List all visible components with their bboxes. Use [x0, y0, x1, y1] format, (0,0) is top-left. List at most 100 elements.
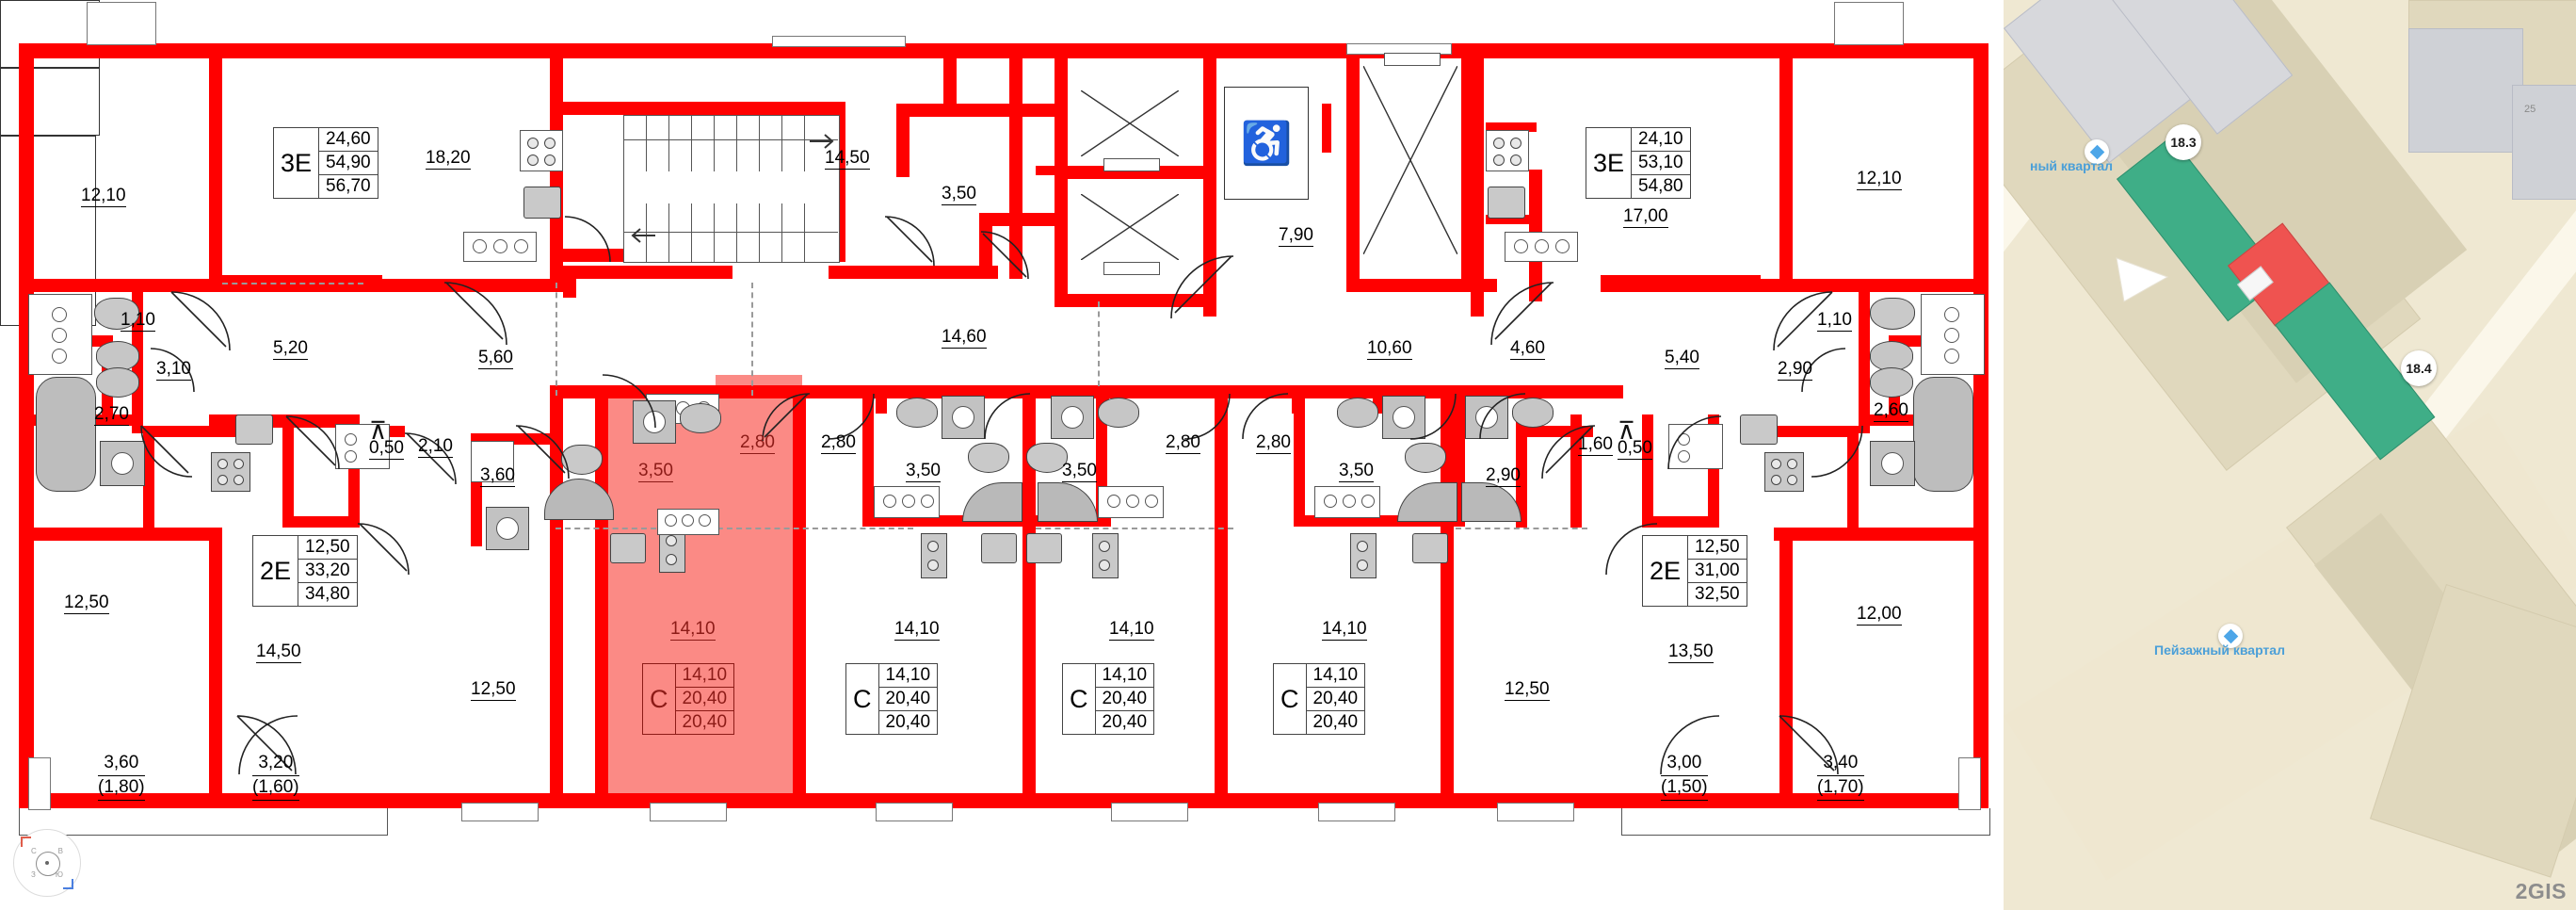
apartment-spec-studio-4[interactable]: C 14,10 20,40 20,40	[1273, 663, 1366, 735]
area-label: 4,60	[1510, 338, 1545, 360]
cabinet-dot-icon	[1361, 495, 1375, 508]
burner-icon	[1944, 307, 1959, 322]
apartment-spec-studio-selected[interactable]: C 14,10 20,40 20,40	[642, 663, 735, 735]
cabinet-right-hall	[1668, 424, 1723, 469]
kitchen-sink-right	[1740, 414, 1778, 445]
cabinet-3e-right	[1486, 130, 1529, 171]
bathtub-right	[1913, 377, 1973, 492]
floor-plan-canvas[interactable]: ♿	[0, 0, 2004, 910]
stair-rail	[623, 139, 838, 141]
burner-icon	[527, 138, 539, 149]
balcony-label: 3,60 (1,80)	[98, 752, 145, 801]
area-label: 2,80	[1256, 432, 1291, 454]
toilet-studio4	[1405, 443, 1446, 473]
cabinet-dot-icon	[345, 450, 357, 463]
apartment-area-total: 54,80	[1638, 176, 1683, 196]
burner-icon	[666, 554, 677, 565]
burner-icon	[1787, 475, 1797, 485]
map-poi-label-upper: ный квартал	[2030, 158, 2114, 173]
area-label-selected: 2,80	[740, 432, 775, 454]
apartment-spec-studio-3[interactable]: C 14,10 20,40 20,40	[1062, 663, 1155, 735]
apartment-living-area: 24,10	[1632, 128, 1690, 152]
area-label: 2,80	[1166, 432, 1200, 454]
apartment-type: 3E	[1586, 128, 1633, 198]
selected-apartment-highlight-entry	[716, 375, 802, 431]
area-label: 2,90	[1778, 359, 1812, 381]
apartment-area-without-balcony: 31,00	[1688, 560, 1747, 583]
poi-diamond-icon	[2223, 628, 2238, 643]
elevator-cross-icon	[1081, 194, 1179, 260]
area-label: 14,50	[256, 642, 301, 663]
wall-v-1	[209, 43, 222, 279]
apartment-spec-right-2e[interactable]: 2E 12,50 31,00 32,50	[1642, 535, 1747, 607]
sink-studio1	[680, 403, 721, 433]
burner-icon	[1510, 154, 1521, 166]
cabinet-dot-icon	[1514, 239, 1528, 253]
map-marker-label: 18.3	[2170, 135, 2197, 150]
apartment-type: 2E	[1643, 536, 1689, 606]
apartment-living-area: 14,10	[675, 664, 734, 688]
wall-h-15	[222, 275, 382, 284]
apartment-spec-left-2e[interactable]: 2E 12,50 33,20 34,80	[252, 535, 358, 607]
wall-v-15	[1009, 43, 1022, 279]
burner-icon	[1493, 154, 1505, 166]
burner-icon	[1099, 541, 1110, 552]
wall-bathgrp-3a	[1294, 385, 1305, 527]
cabinet-dot-icon	[1678, 433, 1690, 446]
apartment-spec-studio-2[interactable]: C 14,10 20,40 20,40	[845, 663, 939, 735]
washer-drum-icon	[952, 406, 974, 429]
window-bottom-1	[461, 803, 539, 821]
area-label: 2,90	[1486, 465, 1521, 487]
wardrobe-hanger-icon: ⊼	[369, 416, 388, 445]
area-label: 12,50	[64, 593, 109, 614]
balcony-reduced: (1,70)	[1817, 776, 1864, 801]
apartment-spec-left-3e[interactable]: 3E 24,60 54,90 56,70	[273, 127, 378, 199]
burner-icon	[927, 560, 939, 571]
area-label: 14,50	[825, 148, 870, 170]
map-marker-18-3[interactable]: 18.3	[2165, 124, 2201, 160]
toilet-left	[94, 298, 139, 330]
window-balcony-right	[1958, 757, 1981, 810]
burner-icon	[666, 535, 677, 546]
washer-drum-icon	[1061, 406, 1084, 429]
cabinet-dot-icon	[1145, 495, 1158, 508]
window-balcony-left	[28, 757, 51, 810]
axis-dashed-h-mid	[555, 528, 913, 529]
area-label: 3,50	[906, 461, 941, 482]
sink-right-2	[1870, 367, 1913, 398]
window-top-3	[772, 36, 906, 47]
shower-studio5	[1461, 482, 1521, 522]
burner-icon	[1099, 560, 1110, 571]
wall-right-bath-v	[1859, 292, 1870, 433]
cabinet-dot-icon	[1678, 450, 1690, 463]
area-label: 2,70	[94, 404, 129, 426]
compass-control[interactable]: С В З Ю	[13, 829, 81, 897]
stair-rail	[623, 232, 838, 234]
area-label: 2,60	[1874, 400, 1908, 422]
map-marker-18-4[interactable]: 18.4	[2401, 350, 2437, 386]
map-poi-icon-lower[interactable]	[2218, 624, 2243, 648]
cabinet-studio1-wall	[471, 441, 514, 482]
wall-v-5	[793, 385, 806, 808]
sink-left-1	[96, 341, 139, 371]
wall-h-2	[19, 528, 222, 541]
shower-studio4	[1397, 482, 1457, 522]
apartment-area-total: 34,80	[305, 584, 350, 604]
stair-step	[759, 115, 761, 171]
apartment-area-without-balcony: 20,40	[1306, 688, 1365, 711]
window-bottom-2	[650, 803, 727, 821]
area-label: 14,10	[1109, 619, 1154, 641]
wall-right-kit	[1642, 414, 1653, 528]
apartment-type: C	[846, 664, 879, 734]
sink-studio3	[1098, 398, 1139, 428]
wall-stair-top	[563, 102, 845, 115]
cabinet-left-hall	[335, 424, 390, 469]
area-label: 1,60	[1578, 434, 1613, 456]
kitchen-sink-studio4	[1412, 533, 1448, 563]
apartment-spec-right-3e[interactable]: 3E 24,10 53,10 54,80	[1586, 127, 1691, 199]
stair-step	[804, 115, 806, 171]
wall-h-1	[19, 279, 222, 292]
map-panel[interactable]: 25 18.3 18.4 ный квартал Пейзажный кварт…	[2004, 0, 2576, 910]
wall-lobby-8	[943, 43, 957, 104]
map-poi-icon-upper[interactable]	[2085, 139, 2109, 164]
